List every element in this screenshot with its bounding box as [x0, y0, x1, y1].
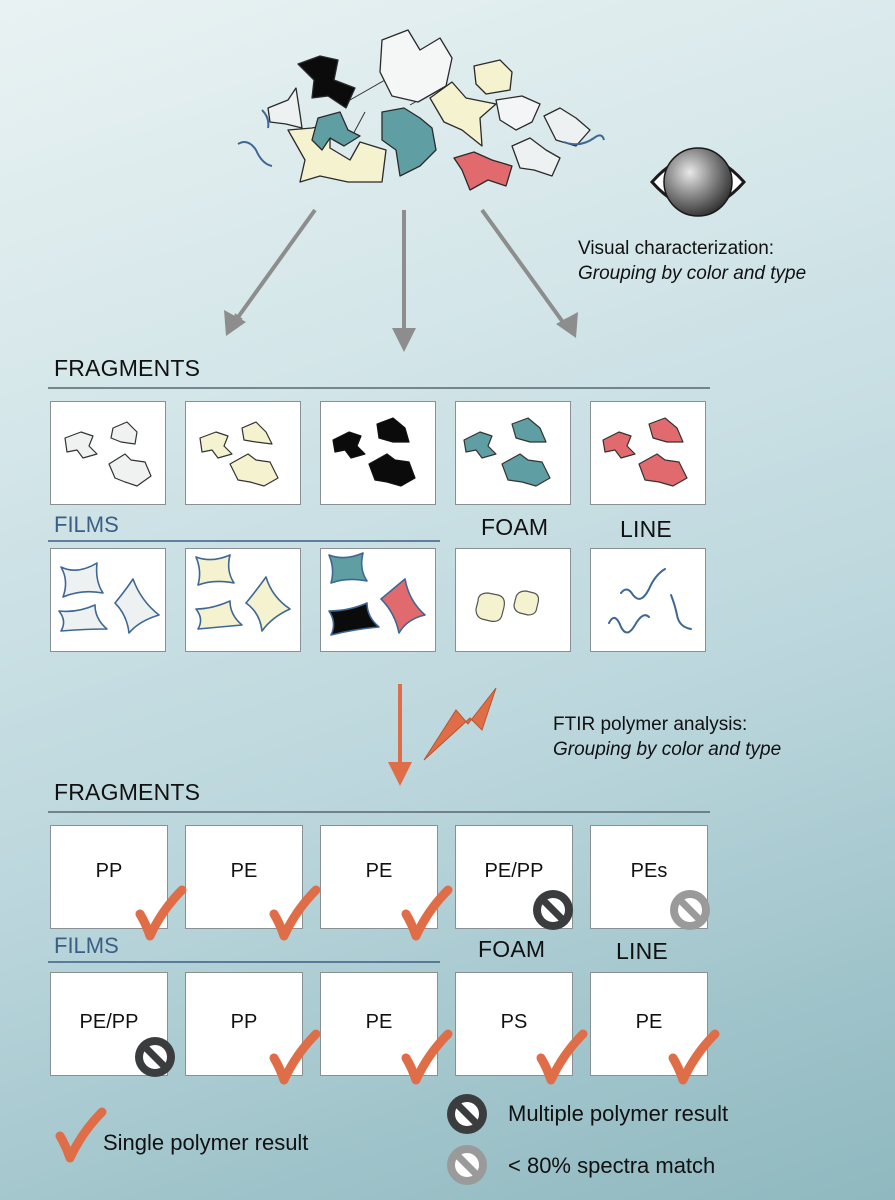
visual-note-line2: Grouping by color and type	[578, 263, 807, 284]
result-box-film-2: PP	[185, 972, 303, 1076]
no-symbol-icon	[447, 1145, 487, 1185]
film-box-white	[50, 548, 166, 652]
check-icon	[274, 890, 316, 936]
check-icon	[60, 1112, 102, 1158]
fragment-box-white	[50, 401, 166, 505]
check-icon	[406, 1034, 448, 1080]
result-box-fragment-1: PP	[50, 825, 168, 929]
orange-arrow	[388, 684, 412, 786]
teal-fragments-icon	[463, 417, 551, 487]
result-label: PEs	[630, 860, 668, 882]
film-box-mixed	[320, 548, 436, 652]
check-icon	[673, 1034, 715, 1080]
result-label: PE	[635, 1011, 663, 1033]
ftir-note-line2: Grouping by color and type	[553, 739, 782, 760]
film-box-yellow	[185, 548, 301, 652]
result-box-fragment-3: PE	[320, 825, 438, 929]
gray-arrows	[233, 208, 568, 345]
no-symbol-icon	[533, 890, 573, 930]
mixed-films-icon	[328, 552, 426, 636]
fragments-heading-top: FRAGMENTS	[54, 355, 201, 381]
films-heading-top: FILMS	[54, 512, 119, 537]
line-heading-top: LINE	[620, 516, 672, 542]
legend-low-match: < 80% spectra match	[508, 1153, 716, 1178]
foam-heading-bottom: FOAM	[478, 936, 546, 962]
no-symbol-icon	[447, 1094, 487, 1134]
result-box-fragment-2: PE	[185, 825, 303, 929]
gray-arrowheads	[224, 310, 578, 352]
white-fragments-icon	[64, 421, 152, 487]
legend-multiple: Multiple polymer result	[508, 1101, 729, 1126]
result-box-film-3: PE	[320, 972, 438, 1076]
fragment-box-yellow	[185, 401, 301, 505]
films-heading-bottom: FILMS	[54, 933, 119, 958]
foam-box	[455, 548, 571, 652]
result-box-foam: PS	[455, 972, 573, 1076]
result-box-line: PE	[590, 972, 708, 1076]
foam-icon	[475, 590, 540, 622]
foam-heading-top: FOAM	[481, 514, 549, 540]
white-films-icon	[58, 562, 160, 634]
no-symbol-icon	[135, 1037, 175, 1077]
visual-note-line1: Visual characterization:	[578, 238, 775, 259]
lightning-icon	[423, 687, 497, 761]
fragment-box-red	[590, 401, 706, 505]
result-label: PE	[365, 860, 393, 882]
fragments-heading-bottom: FRAGMENTS	[54, 779, 201, 805]
result-label: PE	[230, 860, 258, 882]
check-icon	[541, 1034, 583, 1080]
fragment-box-teal	[455, 401, 571, 505]
ftir-note-line1: FTIR polymer analysis:	[553, 714, 748, 735]
legend-single: Single polymer result	[103, 1130, 309, 1155]
eye-icon	[649, 147, 747, 217]
red-fragments-icon	[602, 417, 688, 487]
result-label: PE/PP	[79, 1011, 139, 1033]
plastic-pile	[237, 29, 605, 191]
check-icon	[140, 890, 182, 936]
ftir-note: FTIR polymer analysis: Grouping by color…	[553, 712, 781, 762]
yellow-films-icon	[195, 554, 291, 632]
no-symbol-icon	[670, 890, 710, 930]
fragment-box-black	[320, 401, 436, 505]
result-label: PE	[365, 1011, 393, 1033]
line-heading-bottom: LINE	[616, 938, 668, 964]
check-icon	[406, 890, 448, 936]
check-icon	[274, 1034, 316, 1080]
result-label: PP	[230, 1011, 258, 1033]
black-fragments-icon	[332, 417, 416, 487]
result-label: PE/PP	[484, 860, 544, 882]
yellow-fragments-icon	[199, 421, 279, 487]
line-icon	[608, 568, 692, 634]
line-box	[590, 548, 706, 652]
result-label: PS	[500, 1011, 528, 1033]
result-label: PP	[95, 860, 123, 882]
visual-note: Visual characterization: Grouping by col…	[578, 236, 806, 286]
